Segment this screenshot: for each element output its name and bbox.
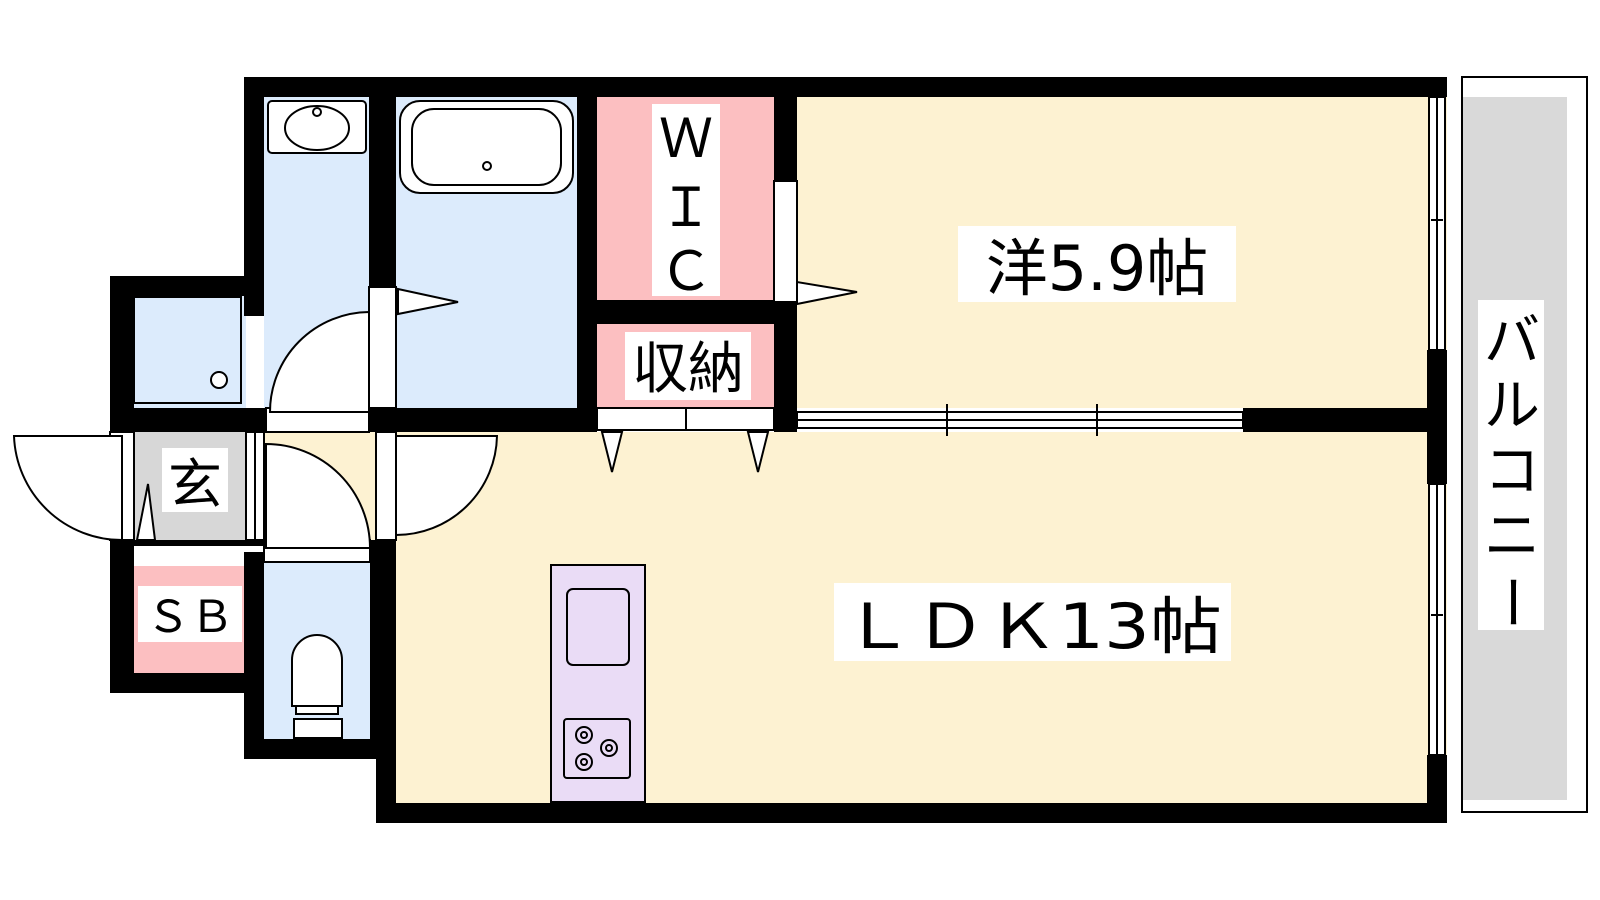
balcony-letter-2: ル [1484,374,1540,439]
wic-label: Ｗ Ｉ Ｃ [652,104,720,303]
balcony-letter-4: ニ [1484,504,1540,569]
wic-letter-3: Ｃ [659,240,713,303]
entrance-label: 玄 [168,453,222,516]
doors [12,180,858,563]
kitchen-counter [550,564,646,803]
bathtub [399,100,574,194]
balcony-windows [1428,96,1446,756]
balcony-outline [1461,76,1588,813]
toilet [291,634,343,739]
wic-letter-2: Ｉ [659,176,713,239]
wic-letter-1: Ｗ [659,107,713,170]
ldk-label: ＬＤＫ13帖 [842,590,1222,663]
balcony-label: バ ル コ ニ ー [1478,300,1544,630]
balcony-letter-3: コ [1484,439,1540,504]
washbasin [267,100,367,154]
balcony-letter-5: ー [1478,574,1543,630]
storage-doors [596,407,775,473]
balcony-letter-1: バ [1484,309,1540,374]
western-room-label: 洋5.9帖 [986,232,1209,305]
sliding-partition [796,404,1244,436]
shoebox-label: ＳＢ [146,592,234,643]
washing-machine-pan [133,296,242,404]
walls [110,77,1447,823]
storage-label: 収納 [632,337,744,402]
